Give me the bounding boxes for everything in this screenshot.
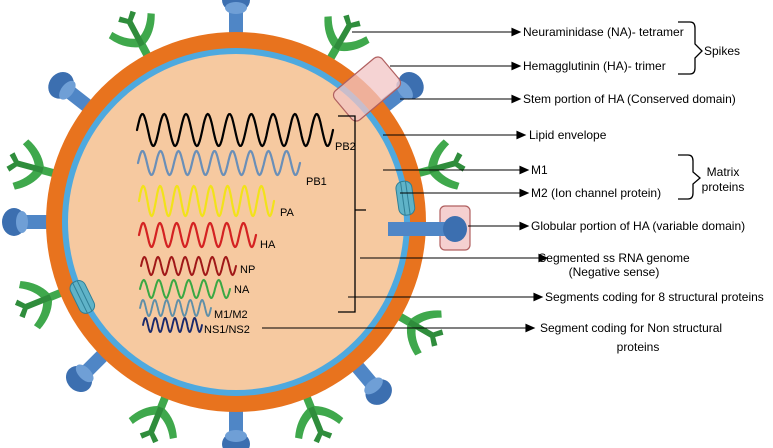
matrix-label-line2: proteins	[702, 180, 745, 194]
segment-label-ns1-ns2: NS1/NS2	[204, 324, 250, 336]
segment-label-np: NP	[240, 264, 255, 276]
rna-segment-pa	[137, 184, 276, 218]
rna-segment-pb1	[136, 149, 302, 177]
m2-label: M2 (Ion channel protein)	[531, 186, 661, 200]
nonstructural-label-line1: Segment coding for Non structural	[540, 321, 722, 335]
globular-spike-head	[388, 216, 467, 242]
genome-label-line2: (Negative sense)	[569, 265, 660, 279]
na-label: Neuraminidase (NA)- tetramer	[523, 25, 684, 39]
rna-segment-ns1-ns2	[142, 316, 203, 334]
rna-segment-m1-m2	[139, 298, 212, 318]
globular-label: Globular portion of HA (variable domain)	[531, 219, 745, 233]
m2-ion-channels	[69, 180, 416, 314]
stem-highlight-box	[332, 56, 402, 122]
m2-channel	[69, 280, 96, 314]
segment-label-na: NA	[234, 284, 250, 296]
ha-label: Hemagglutinin (HA)- trimer	[523, 59, 666, 73]
nonstructural-label-line2: proteins	[617, 340, 660, 354]
rna-segment-na	[139, 278, 231, 300]
rna-segment-np	[140, 255, 237, 277]
genome-bracket	[338, 115, 366, 313]
rna-segment-ha	[137, 221, 258, 249]
segment-label-pb1: PB1	[306, 176, 327, 188]
matrix-bracket	[678, 154, 701, 200]
segment-label-ha: HA	[260, 239, 276, 251]
structural-label: Segments coding for 8 structural protein…	[545, 290, 764, 304]
segment-label-m1-m2: M1/M2	[214, 309, 248, 321]
m1-label: M1	[531, 163, 548, 177]
segment-label-pa: PA	[280, 207, 295, 219]
m2-channel	[395, 180, 416, 216]
matrix-label-line1: Matrix	[707, 165, 740, 179]
spikes-bracket	[678, 21, 703, 75]
genome-label-line1: Segmented ss RNA genome	[538, 251, 690, 265]
segment-label-pb2: PB2	[335, 141, 356, 153]
rna-segment-pb2	[135, 112, 335, 148]
leader-arrows	[262, 27, 549, 333]
spikes-label: Spikes	[704, 44, 740, 58]
lipid-label: Lipid envelope	[529, 128, 607, 142]
stem-label: Stem portion of HA (Conserved domain)	[523, 92, 736, 106]
